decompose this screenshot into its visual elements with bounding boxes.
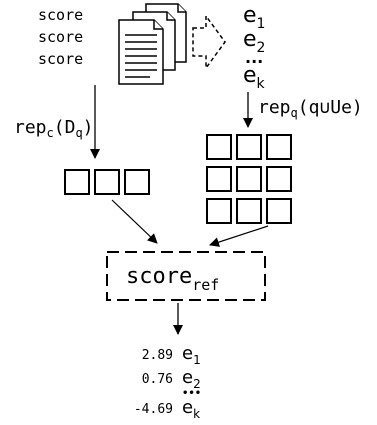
arrow-rep-c-to-score [111,199,158,244]
rep-q-matrix [206,134,292,224]
dashed-arrow-icon [192,13,226,71]
score-ref-box [106,251,266,301]
result-entity: e1 [182,343,201,367]
entity-subscript: 2 [257,40,266,56]
entity-ellipsis: ... [245,48,263,67]
doc-score-label: score [38,50,83,68]
entity-symbol: e [243,63,257,88]
entity-subscript: 1 [257,16,266,32]
rep-q-label: repq(q∪Ue) [258,97,363,120]
score-ref-label: scoreref [126,264,219,294]
rep-c-vector [64,169,150,195]
result-ellipsis: ••• [182,388,201,399]
entity-symbol: e [243,3,257,28]
result-entity: ek [182,397,200,421]
arrow-rep-q-to-score [209,225,269,247]
ranked-results: 2.89 e1 0.76 e2 ••• -4.69 ek [134,343,201,421]
result-score: 0.76 [142,372,173,387]
rep-c-label: repc(Dq) [14,117,94,140]
doc-score-label: score [38,6,83,24]
svg-text:ek: ek [243,63,266,92]
result-score: 2.89 [142,348,173,363]
entity-symbol: e [243,27,257,52]
result-score: -4.69 [134,402,173,417]
doc-score-label: score [38,28,83,46]
result-entity: e2 [182,367,201,391]
svg-text:e1: e1 [243,3,265,32]
svg-text:e2: e2 [243,27,265,56]
entity-subscript: k [257,76,266,92]
entity-list: e1 e2 ... ek [243,3,266,92]
documents-stack-icon [118,3,187,85]
